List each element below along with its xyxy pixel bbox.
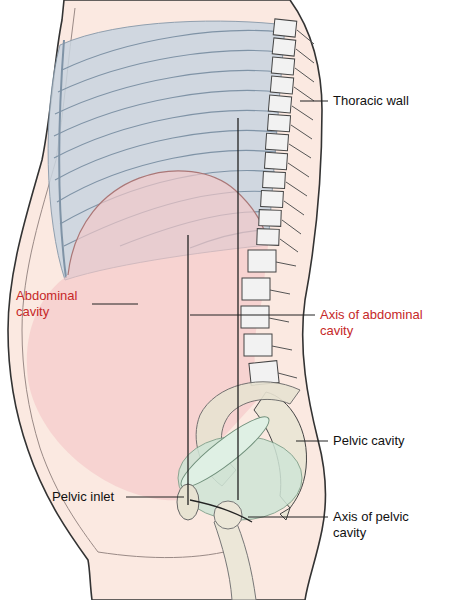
spine-part-part — [294, 87, 314, 101]
part-label: Axis of pelvic cavity — [333, 509, 445, 541]
spine-part — [270, 76, 293, 94]
part-label: Abdominal cavity — [16, 288, 92, 320]
pelvis-part — [174, 409, 275, 496]
spine-part-part — [289, 144, 311, 158]
leader-lines-part — [300, 101, 328, 102]
leader-lines-part — [126, 497, 184, 498]
axis-lines-part — [237, 118, 238, 500]
spine-part-part — [270, 290, 290, 294]
spine-part — [241, 306, 269, 328]
leader-lines-part — [296, 441, 328, 442]
part-label: Thoracic wall — [333, 93, 409, 109]
spine-part-part — [296, 49, 314, 63]
spine-part-part — [288, 163, 309, 177]
body-outline — [8, 0, 325, 600]
spine-part — [265, 133, 288, 150]
spine-part-part — [280, 239, 298, 252]
spine-part — [259, 210, 282, 227]
spine-part-part — [291, 125, 312, 139]
spine-part-part — [278, 373, 297, 378]
leader-lines-part — [248, 517, 328, 518]
spine-part-part — [295, 68, 314, 82]
spine-part-part — [269, 318, 289, 322]
spine-part-part — [297, 30, 314, 44]
rib-cage-part-part — [54, 91, 279, 136]
spine-part — [263, 171, 286, 188]
leader-lines-part — [190, 315, 315, 316]
spine-part-part — [286, 182, 307, 196]
axis-lines-part — [190, 500, 252, 522]
spine-part — [273, 19, 297, 37]
spine-part — [244, 334, 272, 356]
spine-part — [257, 229, 280, 246]
spine-part — [242, 278, 270, 300]
part-label: Axis of abdominal cavity — [320, 307, 445, 339]
spine-part-part — [282, 220, 301, 234]
rib-cage-part-part — [58, 51, 281, 92]
spine-part — [248, 250, 276, 272]
spine-part-part — [276, 262, 296, 266]
axis-lines-part — [187, 235, 188, 505]
spine-part — [267, 114, 290, 131]
spine-part-part — [284, 201, 304, 215]
part-label: Pelvic inlet — [52, 489, 114, 505]
leader-lines — [92, 101, 328, 517]
part-label: Pelvic cavity — [333, 433, 405, 449]
spine-part — [268, 95, 291, 113]
axis-lines — [188, 118, 252, 522]
spine-part — [272, 38, 296, 56]
spine-part — [261, 190, 284, 207]
spine-part — [269, 30, 314, 378]
spine-part — [264, 152, 287, 169]
body-outline-part — [98, 548, 240, 558]
spine-part-part — [292, 106, 313, 120]
body-outline-part — [8, 0, 325, 600]
rib-cage-part — [59, 40, 66, 278]
leader-lines-part — [92, 304, 138, 305]
rib-cage-part-part — [55, 71, 280, 114]
spine-part — [271, 57, 294, 75]
spine-part-part — [272, 346, 292, 350]
